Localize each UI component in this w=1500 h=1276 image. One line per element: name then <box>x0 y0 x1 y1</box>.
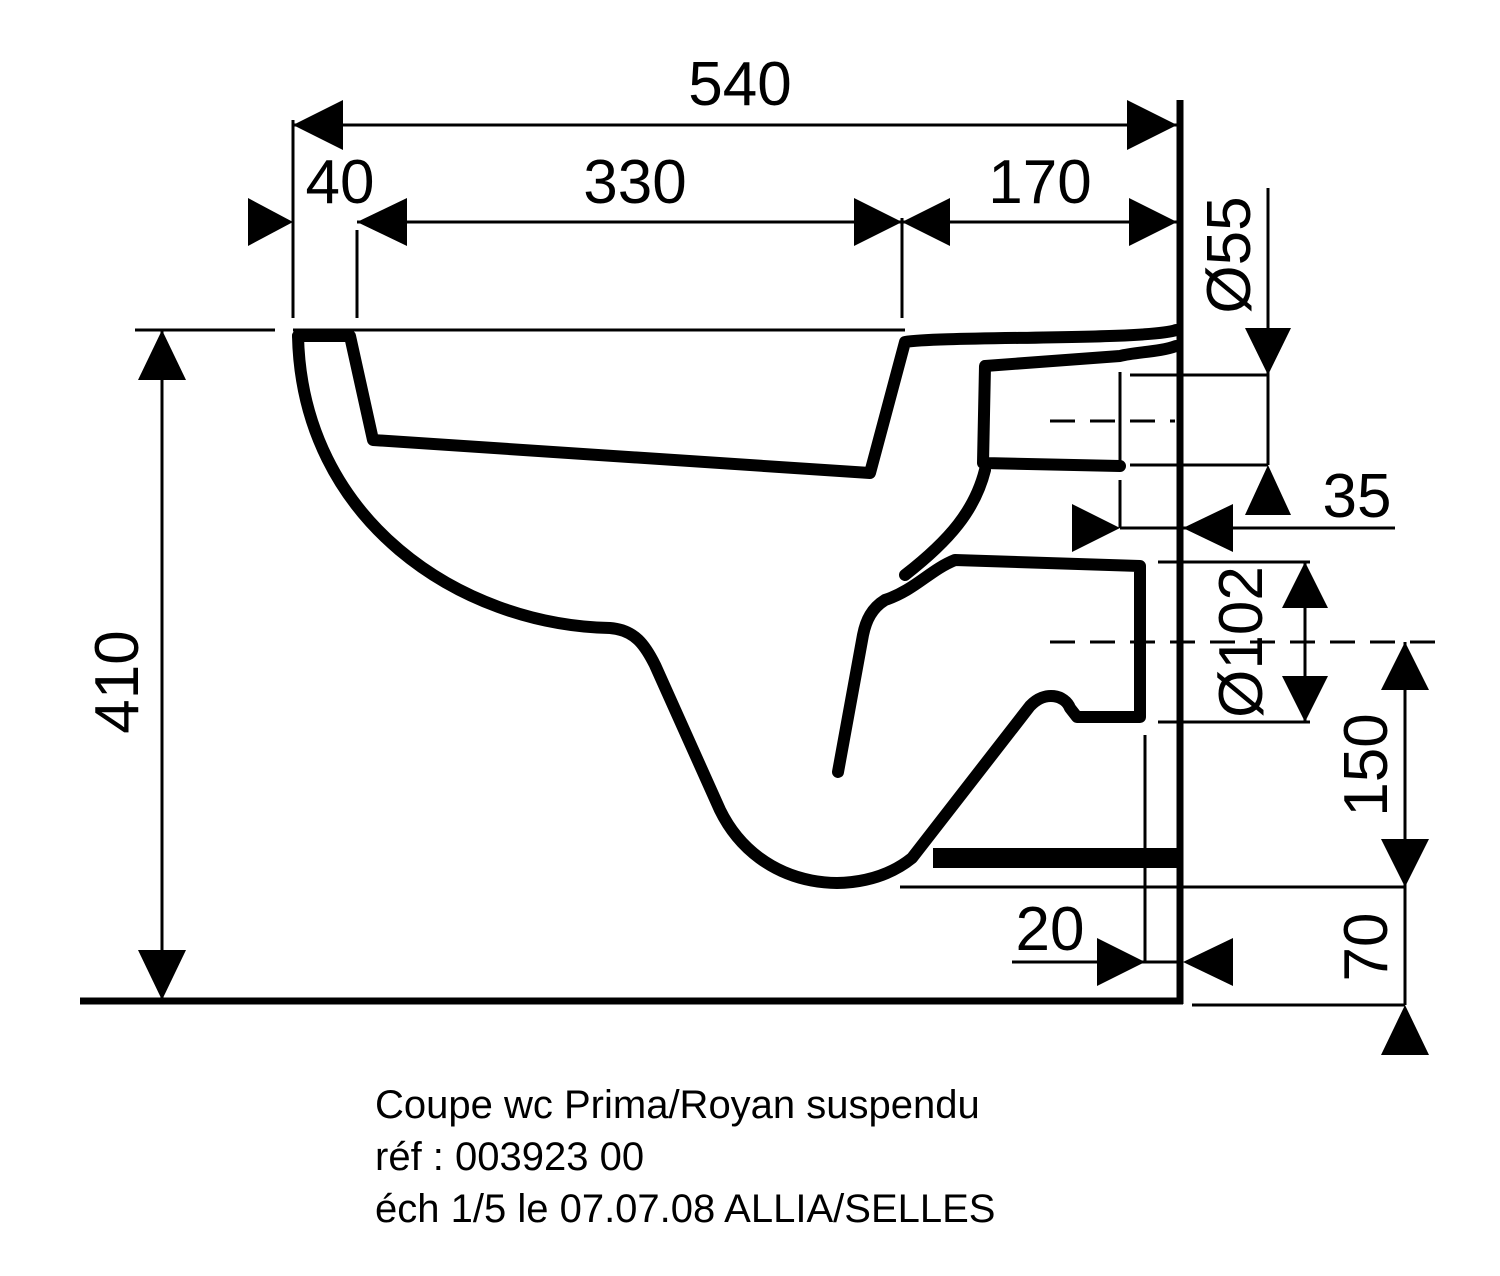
dim-label-170: 170 <box>988 148 1091 217</box>
dim-410: 410 <box>83 328 275 1000</box>
dim-inlet-depth: 35 <box>1072 462 1395 552</box>
dim-outlet-height: 150 70 <box>900 642 1429 1055</box>
wc-bowl-outline <box>292 324 1182 889</box>
dim-row-2: 40 330 170 <box>248 148 1177 318</box>
dim-label-70: 70 <box>1332 913 1401 982</box>
caption-reference: réf : 003923 00 <box>375 1135 644 1179</box>
dim-label-20: 20 <box>1016 895 1085 964</box>
dim-inlet-diameter: Ø55 <box>1130 188 1291 515</box>
caption-title: Coupe wc Prima/Royan suspendu <box>375 1083 980 1127</box>
dim-label-410: 410 <box>83 630 152 733</box>
dim-label-540: 540 <box>688 50 791 119</box>
dim-outlet-diameter: Ø102 <box>1158 560 1328 724</box>
dim-540: 540 <box>291 50 1177 318</box>
dim-label-330: 330 <box>583 148 686 217</box>
dim-label-150: 150 <box>1332 713 1401 816</box>
dim-label-35: 35 <box>1323 462 1392 531</box>
dim-outlet-projection: 20 <box>1012 735 1233 986</box>
caption-scale-date: éch 1/5 le 07.07.08 ALLIA/SELLES <box>375 1187 995 1231</box>
dim-label-102: Ø102 <box>1207 566 1276 718</box>
dim-label-55: Ø55 <box>1195 196 1264 313</box>
dim-label-40: 40 <box>306 148 375 217</box>
